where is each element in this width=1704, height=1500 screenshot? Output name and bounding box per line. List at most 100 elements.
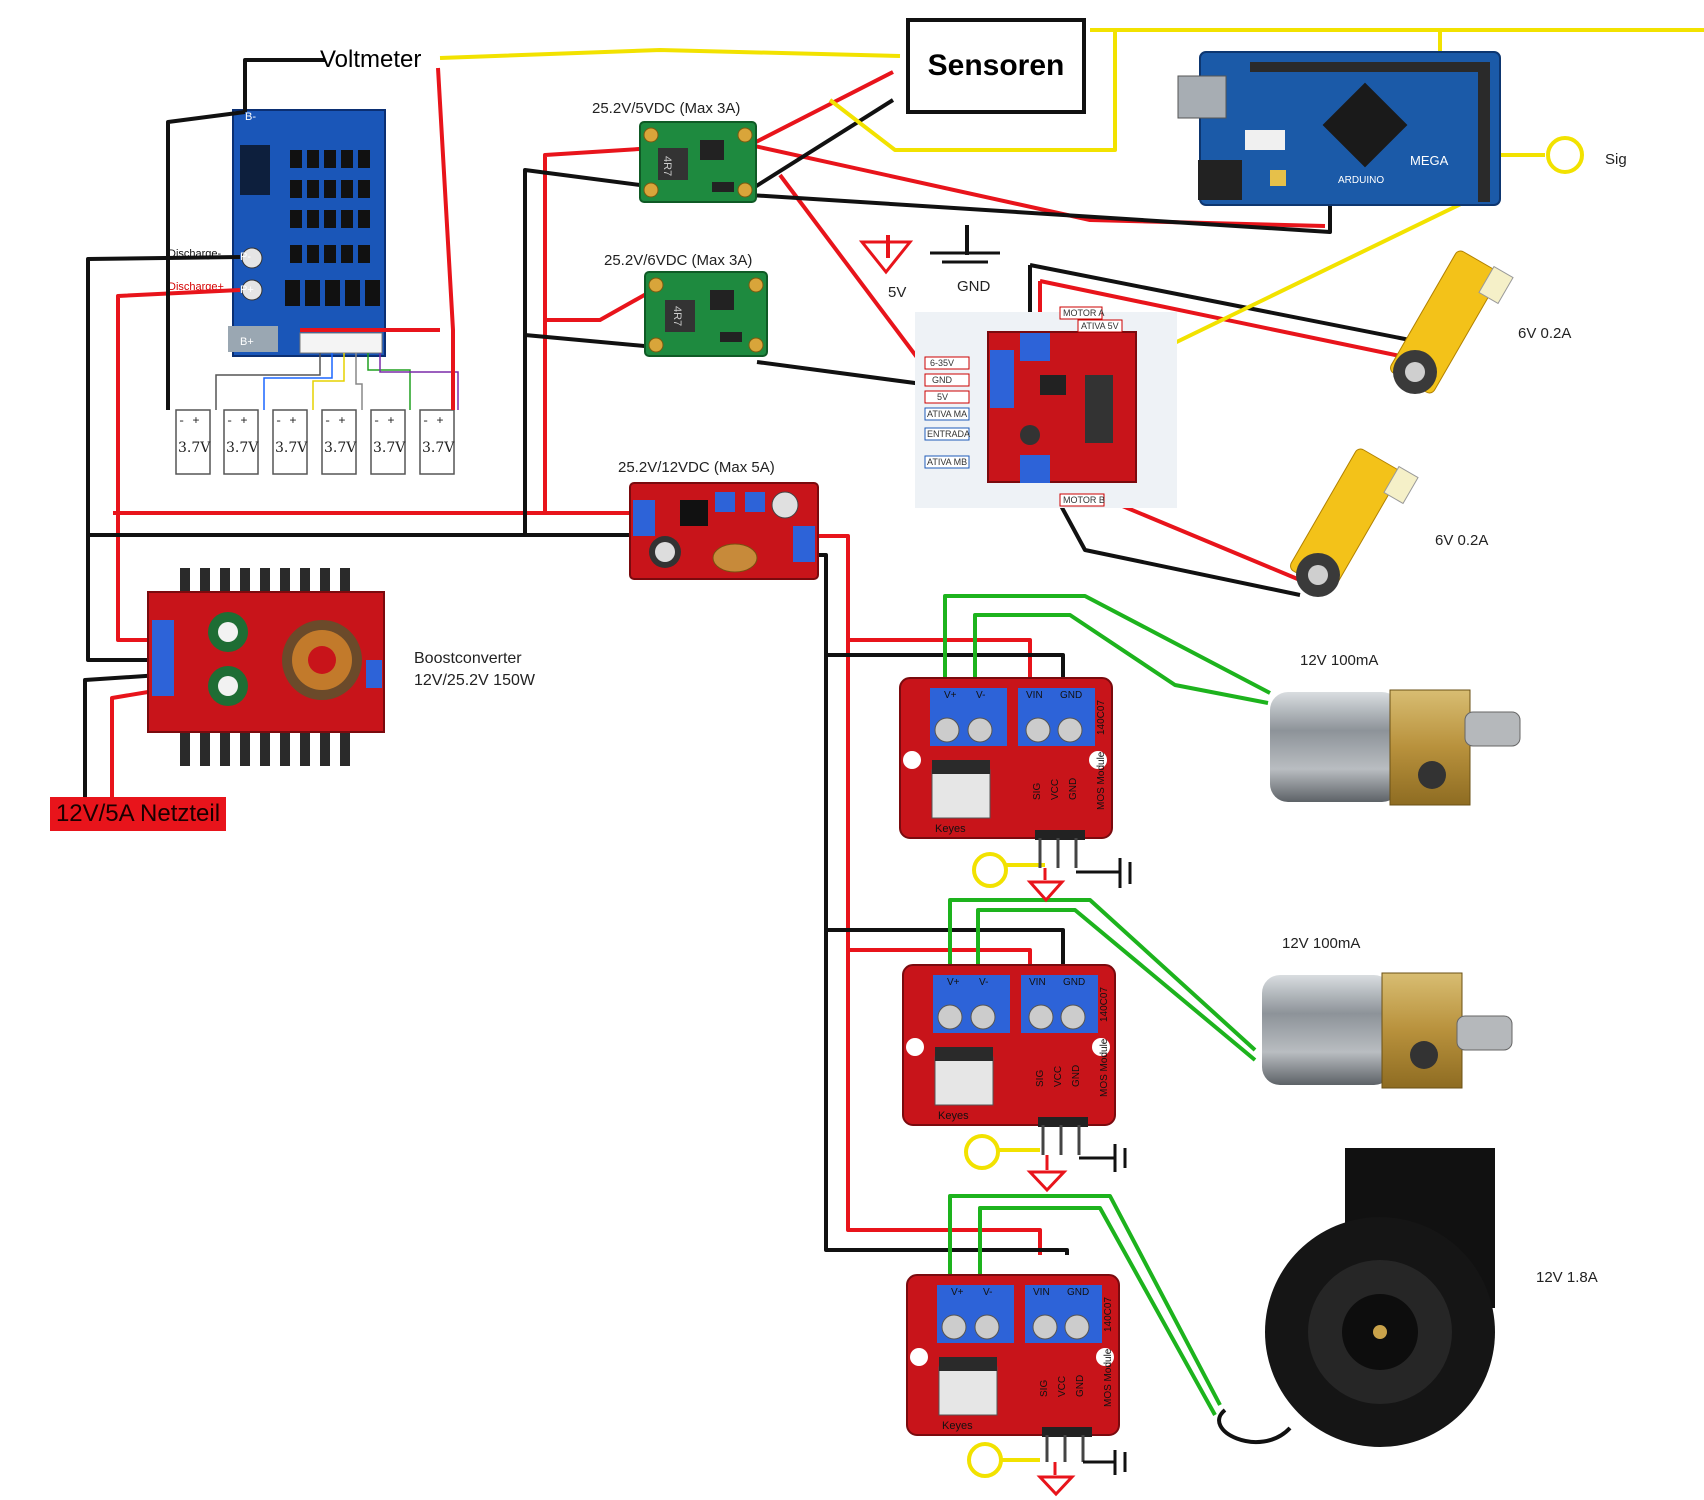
svg-text:- +: - +	[178, 414, 200, 428]
arduino-brand: ARDUINO	[1338, 175, 1384, 186]
label-buck-6v: 25.2V/6VDC (Max 3A)	[604, 252, 752, 269]
mosfet-2-module: MOS Module	[1099, 1038, 1110, 1097]
l298n-labels: MOTOR A ATIVA 5V 6-35V GND 5V ATIVA MA E…	[924, 306, 1123, 507]
l298n-ativa-mb: ATIVA MB	[927, 457, 967, 467]
label-rail-5v: 5V	[888, 284, 906, 301]
wires-green	[943, 594, 1271, 1416]
cell-label-5: 3.7V	[373, 440, 406, 456]
mosfet-2-vminus: V-	[979, 977, 988, 988]
mosfet-3-gnd2: GND	[1075, 1375, 1086, 1397]
label-boost-spec: 12V/25.2V 150W	[414, 672, 536, 689]
mosfet-1-gnd2: GND	[1068, 778, 1079, 800]
l298n-5v: 5V	[937, 392, 948, 402]
cell-label-3: 3.7V	[275, 440, 308, 456]
mosfet-3-labels: V+ V- VIN GND SIG VCC GND MOS Module 140…	[942, 1287, 1114, 1432]
mosfet-3-code: 140C07	[1103, 1297, 1114, 1332]
gear-motor-12v-2	[1262, 972, 1513, 1089]
mosfet-3-gnd: GND	[1067, 1287, 1089, 1298]
label-motor-12v-1: 12V 100mA	[1300, 652, 1378, 669]
l298n-motor-a: MOTOR A	[1063, 308, 1104, 318]
voltmeter-label: Voltmeter	[320, 46, 422, 73]
l298n-entrada: ENTRADA	[927, 429, 970, 439]
cell-label-1: 3.7V	[178, 440, 211, 456]
mosfet-3-sig: SIG	[1039, 1380, 1050, 1397]
svg-text:- +: - +	[373, 414, 395, 428]
mosfet-2-sig: SIG	[1035, 1070, 1046, 1087]
mosfet-2-vcc: VCC	[1053, 1066, 1064, 1087]
buck-5v-inductor-mark: 4R7	[661, 156, 673, 176]
cell-label-2: 3.7V	[226, 440, 259, 456]
l298n-ativa-ma: ATIVA MA	[927, 409, 967, 419]
mosfet-3-module: MOS Module	[1103, 1348, 1114, 1407]
label-boost: Boostconverter	[414, 650, 522, 667]
label-rail-gnd: GND	[957, 278, 991, 295]
bms-pad-b-plus-label: B+	[240, 336, 254, 348]
label-fan: 12V 1.8A	[1536, 1269, 1598, 1286]
mosfet-1-vcc: VCC	[1050, 779, 1061, 800]
arduino-mega	[1177, 51, 1501, 206]
bms-board	[228, 109, 386, 357]
buck-5v-module	[639, 121, 757, 203]
bms-pad-p-plus-label: P+	[240, 284, 254, 296]
mosfet-3-io	[967, 1435, 1127, 1497]
mosfet-module-1	[899, 677, 1113, 840]
cell-label-4: 3.7V	[324, 440, 357, 456]
label-sig: Sig	[1605, 151, 1627, 168]
mosfet-2-gnd: GND	[1063, 977, 1085, 988]
mosfet-3-vminus: V-	[983, 1287, 992, 1298]
label-motor-12v-2: 12V 100mA	[1282, 935, 1360, 952]
mosfet-2-io	[964, 1125, 1127, 1193]
sig-pad-arduino	[1546, 136, 1584, 174]
mosfet-3-vin: VIN	[1033, 1287, 1050, 1298]
gear-motor-6v-2	[1290, 448, 1419, 597]
mosfet-1-vminus: V-	[976, 690, 985, 701]
power-supply-label: 12V/5A Netzteil	[50, 797, 226, 831]
mosfet-1-io	[972, 838, 1132, 903]
bms-pad-b-label: B-	[245, 111, 256, 123]
mosfet-2-vin: VIN	[1029, 977, 1046, 988]
mosfet-3-brand: Keyes	[942, 1420, 973, 1432]
mosfet-3-vplus: V+	[951, 1287, 964, 1298]
l298n-gnd: GND	[932, 375, 953, 385]
mosfet-module-3	[906, 1274, 1120, 1437]
label-buck-12v: 25.2V/12VDC (Max 5A)	[618, 459, 775, 476]
buck-6v-inductor-mark: 4R7	[671, 306, 683, 326]
sensoren-box: Sensoren	[906, 18, 1086, 114]
mosfet-1-code: 140C07	[1096, 700, 1107, 735]
mosfet-3-vcc: VCC	[1057, 1376, 1068, 1397]
battery-pack: - + - + - + - + - + - +	[175, 409, 455, 475]
boost-converter	[147, 568, 385, 766]
mosfet-1-module: MOS Module	[1096, 751, 1107, 810]
svg-text:- +: - +	[226, 414, 248, 428]
mosfet-2-code: 140C07	[1099, 987, 1110, 1022]
svg-text:- +: - +	[275, 414, 297, 428]
wires-red	[110, 67, 1401, 1255]
buck-12v-module	[629, 482, 819, 580]
label-motor-6v-1: 6V 0.2A	[1518, 325, 1571, 342]
label-motor-6v-2: 6V 0.2A	[1435, 532, 1488, 549]
svg-text:- +: - +	[422, 414, 444, 428]
mosfet-1-vin: VIN	[1026, 690, 1043, 701]
mosfet-module-2	[902, 964, 1116, 1127]
component-labels: 25.2V/5VDC (Max 3A) 25.2V/6VDC (Max 3A) …	[414, 100, 1627, 1286]
gear-motor-6v-1	[1390, 250, 1514, 394]
cell-label-6: 3.7V	[422, 440, 455, 456]
l298n-motor-b: MOTOR B	[1063, 495, 1105, 505]
l298n-vin: 6-35V	[930, 358, 954, 368]
balance-leads	[215, 353, 459, 410]
blower-fan	[1217, 1148, 1495, 1447]
rail-gnd-symbol	[930, 251, 1000, 264]
mosfet-2-vplus: V+	[947, 977, 960, 988]
mosfet-1-gnd: GND	[1060, 690, 1082, 701]
mosfet-2-labels: V+ V- VIN GND SIG VCC GND MOS Module 140…	[938, 977, 1110, 1122]
mosfet-2-brand: Keyes	[938, 1110, 969, 1122]
buck-6v-module	[644, 271, 768, 357]
arduino-model: MEGA	[1410, 153, 1449, 168]
svg-text:- +: - +	[324, 414, 346, 428]
rail-5v-symbol	[858, 240, 914, 275]
bms-pad-p-minus-label: P-	[240, 251, 251, 263]
label-buck-5v: 25.2V/5VDC (Max 3A)	[592, 100, 740, 117]
mosfet-1-labels: V+ V- VIN GND SIG VCC GND MOS Module 140…	[935, 690, 1107, 835]
